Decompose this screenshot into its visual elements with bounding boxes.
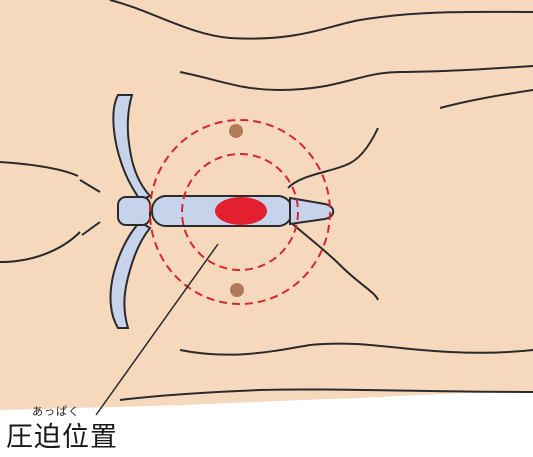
nipple-lower	[230, 283, 244, 297]
manubrium	[118, 197, 150, 225]
nipple-upper	[229, 124, 243, 138]
caption: あっぱく 圧迫位置	[6, 403, 206, 453]
caption-label: 圧迫位置	[6, 415, 118, 454]
compression-point-marker	[215, 197, 267, 225]
